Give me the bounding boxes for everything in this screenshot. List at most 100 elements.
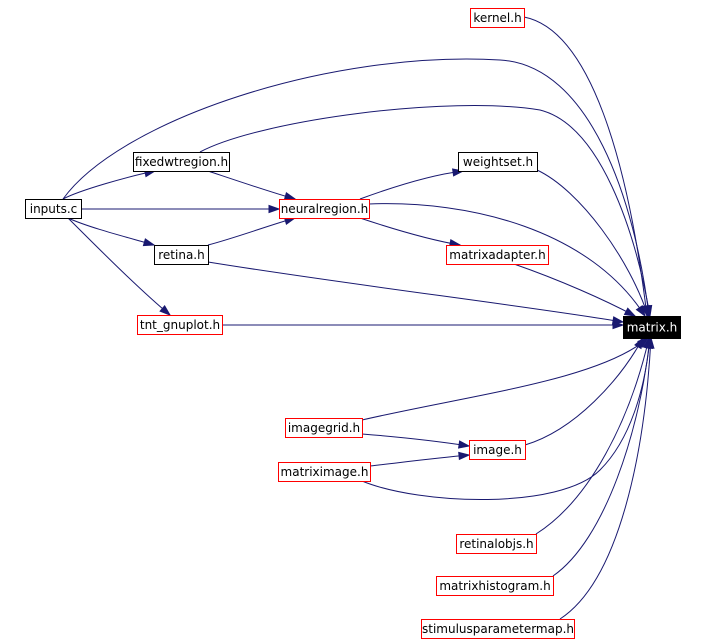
node-label: matrixadapter.h [449, 248, 545, 262]
node-inputs-c[interactable]: inputs.c [25, 199, 82, 219]
node-matrix-h: matrix.h [623, 316, 681, 339]
node-box [458, 152, 538, 172]
node-box [279, 199, 370, 219]
node-box [285, 418, 363, 438]
node-box [436, 576, 554, 596]
edge-arrowhead [283, 192, 297, 201]
node-box [456, 534, 537, 554]
edge-line [523, 16, 648, 317]
edge-arrowhead [646, 336, 655, 349]
node-label: matriximage.h [281, 465, 369, 479]
edge-fixedwtregion-h-to-neuralregion-h [207, 170, 297, 201]
node-box [623, 316, 681, 339]
edge-line [361, 433, 470, 447]
edge-line [368, 203, 646, 317]
node-fixedwtregion-h[interactable]: fixedwtregion.h [133, 152, 230, 172]
node-label: weightset.h [463, 155, 533, 169]
node-kernel-h[interactable]: kernel.h [470, 8, 525, 28]
node-retinalobjs-h[interactable]: retinalobjs.h [456, 534, 537, 554]
node-box [470, 8, 525, 28]
node-label: inputs.c [30, 202, 78, 216]
edge-line [207, 261, 624, 323]
edge-neuralregion-h-to-weightset-h [359, 168, 465, 200]
node-tnt-gnuplot-h[interactable]: tnt_gnuplot.h [137, 315, 223, 335]
nodes-layer: kernel.h fixedwtregion.h weightset.h inputs… [25, 8, 681, 639]
edge-line [536, 169, 649, 317]
edge-stimulusparametermap-h-to-matrix-h [559, 336, 655, 620]
edge-fixedwtregion-h-to-matrix-h [199, 105, 653, 318]
node-label: retinalobjs.h [459, 537, 533, 551]
node-matriximage-h[interactable]: matriximage.h [278, 462, 371, 482]
edge-imagegrid-h-to-image-h [361, 433, 471, 449]
edge-arrowhead [623, 307, 637, 317]
node-label: neuralregion.h [281, 202, 369, 216]
edge-weightset-h-to-matrix-h [536, 169, 649, 318]
node-box [25, 199, 82, 219]
edge-arrowhead [458, 451, 471, 461]
edge-line [552, 337, 651, 577]
edge-line [359, 217, 461, 246]
edge-inputs-c-to-fixedwtregion-h [62, 169, 157, 200]
edge-matrixadapter-h-to-matrix-h [513, 263, 637, 317]
edge-matriximage-h-to-image-h [369, 451, 471, 467]
node-matrixadapter-h[interactable]: matrixadapter.h [446, 245, 549, 265]
edge-arrowhead [268, 204, 281, 214]
edge-image-h-to-matrix-h [524, 336, 644, 446]
edge-line [369, 454, 470, 467]
edge-line [361, 337, 651, 501]
edge-arrowhead [634, 336, 644, 350]
node-label: image.h [473, 443, 522, 457]
node-neuralregion-h[interactable]: neuralregion.h [279, 199, 370, 219]
edge-neuralregion-h-to-matrixadapter-h [359, 217, 462, 248]
node-label: stimulusparametermap.h [422, 622, 574, 636]
edge-kernel-h-to-matrix-h [523, 16, 650, 318]
node-image-h[interactable]: image.h [469, 440, 526, 460]
edge-matriximage-h-to-matrix-h [361, 336, 654, 501]
edge-inputs-c-to-retina-h [67, 217, 156, 247]
edge-line [207, 217, 296, 246]
edge-line [535, 337, 650, 535]
edge-line [524, 337, 644, 446]
edge-imagegrid-h-to-matrix-h [361, 337, 650, 421]
edge-arrowhead [612, 320, 625, 330]
node-label: retina.h [158, 248, 204, 262]
edge-line [559, 337, 652, 620]
edge-arrowhead [640, 304, 649, 318]
node-retina-h[interactable]: retina.h [154, 245, 209, 265]
edge-arrowhead [142, 238, 156, 247]
edge-line [199, 105, 651, 317]
edge-line [62, 58, 650, 317]
edge-inputs-c-to-tnt-gnuplot-h [67, 217, 172, 316]
node-label: fixedwtregion.h [135, 155, 228, 169]
edge-retina-h-to-matrix-h [207, 261, 625, 325]
edge-retina-h-to-neuralregion-h [207, 216, 297, 246]
edge-line [513, 263, 636, 317]
node-stimulusparametermap-h[interactable]: stimulusparametermap.h [421, 619, 575, 639]
edge-arrowhead [159, 304, 172, 316]
node-label: imagegrid.h [288, 421, 360, 435]
node-box [133, 152, 230, 172]
edge-line [62, 170, 156, 200]
node-label: matrixhistogram.h [439, 579, 550, 593]
edge-arrowhead [457, 440, 471, 449]
node-imagegrid-h[interactable]: imagegrid.h [285, 418, 363, 438]
node-box [421, 619, 575, 639]
edge-line [67, 217, 171, 316]
node-label: matrix.h [627, 321, 678, 335]
edge-inputs-c-to-neuralregion-h [81, 204, 281, 214]
edge-tnt-gnuplot-h-to-matrix-h [222, 320, 625, 330]
node-box [278, 462, 371, 482]
edge-line [361, 337, 649, 421]
node-box [154, 245, 209, 265]
edges-layer [62, 16, 655, 620]
node-weightset-h[interactable]: weightset.h [458, 152, 538, 172]
node-box [469, 440, 526, 460]
node-box [446, 245, 549, 265]
edge-line [359, 170, 464, 200]
node-label: tnt_gnuplot.h [140, 318, 220, 332]
node-matrixhistogram-h[interactable]: matrixhistogram.h [436, 576, 554, 596]
edge-line [207, 170, 296, 200]
node-box [137, 315, 223, 335]
node-label: kernel.h [473, 11, 521, 25]
